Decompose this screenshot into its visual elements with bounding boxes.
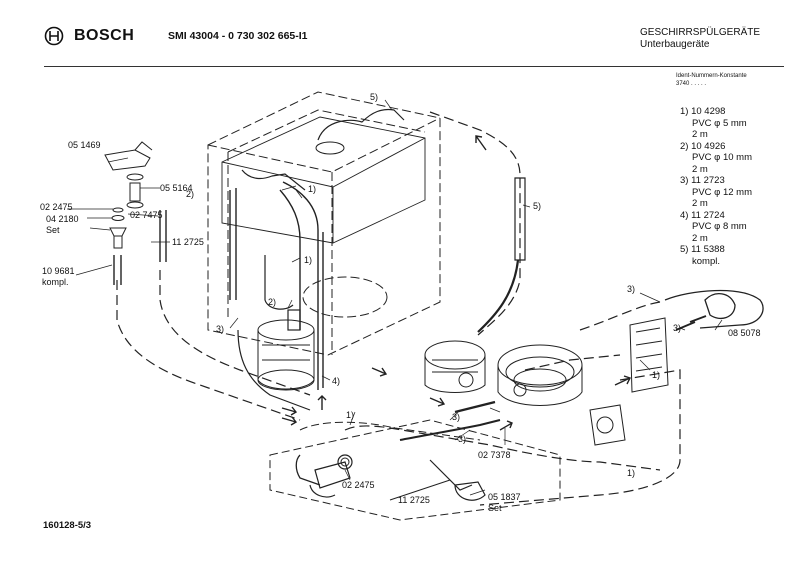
category-subtitle: Unterbaugeräte: [640, 39, 710, 50]
brand-block: BOSCH: [44, 26, 134, 46]
legend-line: 4) 11 2724: [680, 209, 725, 221]
callout-label: 2): [268, 297, 277, 307]
legend-line: 5) 11 5388: [680, 244, 725, 255]
part-label: 02 7475: [130, 210, 163, 220]
drain-hose-elbow: [295, 454, 321, 486]
inner-frame: [221, 116, 426, 244]
water-softener-coil: [497, 344, 583, 406]
legend-line: PVC φ 10 mm: [692, 152, 753, 163]
brand-name: BOSCH: [74, 27, 135, 44]
legend-line: kompl.: [692, 255, 720, 267]
flow-arrows: [281, 135, 631, 431]
callout-label: 3): [452, 412, 461, 422]
hose-5-side: [429, 111, 521, 336]
parts-legend: 1) 10 4298 PVC φ 5 mm 2 m 2) 10 4926 PVC…: [680, 106, 752, 267]
part-label: 11 2725: [398, 495, 430, 505]
hose-3-middle: [399, 419, 501, 441]
legend-line: 2 m: [692, 232, 708, 244]
callout-label: 1): [627, 468, 636, 478]
circulation-pump: [424, 340, 486, 393]
callout-label: 3): [673, 323, 682, 333]
hose-3-left: [237, 329, 311, 411]
legend-line: 3) 11 2723: [680, 175, 725, 186]
callout-label: 1): [304, 255, 313, 265]
hose-2-vertical: [279, 189, 301, 330]
part-label: 05 5164: [160, 183, 193, 193]
legend-line: 2 m: [692, 198, 708, 209]
callout-label: 3): [216, 324, 225, 334]
header-divider: [44, 66, 784, 67]
callout-label: 4): [332, 376, 341, 386]
part-label: 11 2725: [172, 237, 204, 247]
callout-label: 3): [627, 284, 636, 294]
legend-line: 2) 10 4926: [680, 140, 726, 152]
callout-label: 5): [533, 201, 542, 211]
legend-line: PVC φ 8 mm: [692, 221, 747, 232]
legend-line: PVC φ 12 mm: [692, 186, 753, 198]
legend-line: PVC φ 5 mm: [692, 117, 747, 129]
ident-value: 3740 . . . . .: [676, 81, 707, 87]
part-label: 10 9681: [42, 266, 75, 276]
base-outline: [269, 419, 561, 521]
loose-parts-left: [104, 141, 167, 285]
part-label: 05 1469: [68, 140, 101, 150]
part-label: 04 2180: [46, 214, 79, 224]
callout-label: 2): [186, 189, 195, 199]
hose-5-top: [317, 108, 405, 141]
callout-label: 5): [370, 92, 379, 102]
bosch-logo-icon: [44, 26, 64, 46]
legend-line: 2 m: [692, 163, 708, 175]
part-label: 08 5078: [728, 328, 761, 338]
hose-1-vertical: [282, 181, 319, 390]
part-label: 02 2475: [342, 480, 375, 490]
leader-lines: [67, 99, 723, 496]
kompl-label: kompl.: [42, 277, 69, 287]
sump-assembly: [257, 319, 315, 391]
aquastop-unit: [629, 289, 764, 393]
inlet-valve: [589, 404, 626, 446]
callout-label: 1): [346, 410, 355, 420]
part-label: 05 1837: [488, 492, 521, 502]
category-title: GESCHIRRSPÜLGERÄTE: [640, 27, 761, 38]
tub-outline: [207, 91, 441, 356]
callout-label: 1): [308, 184, 317, 194]
set-label: Set: [46, 225, 60, 235]
part-label: 02 7378: [478, 450, 511, 460]
set-label: Set: [488, 503, 502, 513]
part-label: 02 2475: [40, 202, 73, 212]
callout-label: 3): [458, 434, 467, 444]
hose-1-lower: [344, 425, 661, 471]
legend-line: 1) 10 4298: [680, 106, 726, 117]
ident-label: Ident-Nummern-Konstante: [676, 73, 747, 79]
drawing-number: 160128-5/3: [43, 520, 92, 531]
model-number: SMI 43004 - 0 730 302 665-I1: [168, 30, 308, 42]
legend-line: 2 m: [692, 129, 708, 140]
callout-label: 1): [652, 370, 661, 380]
